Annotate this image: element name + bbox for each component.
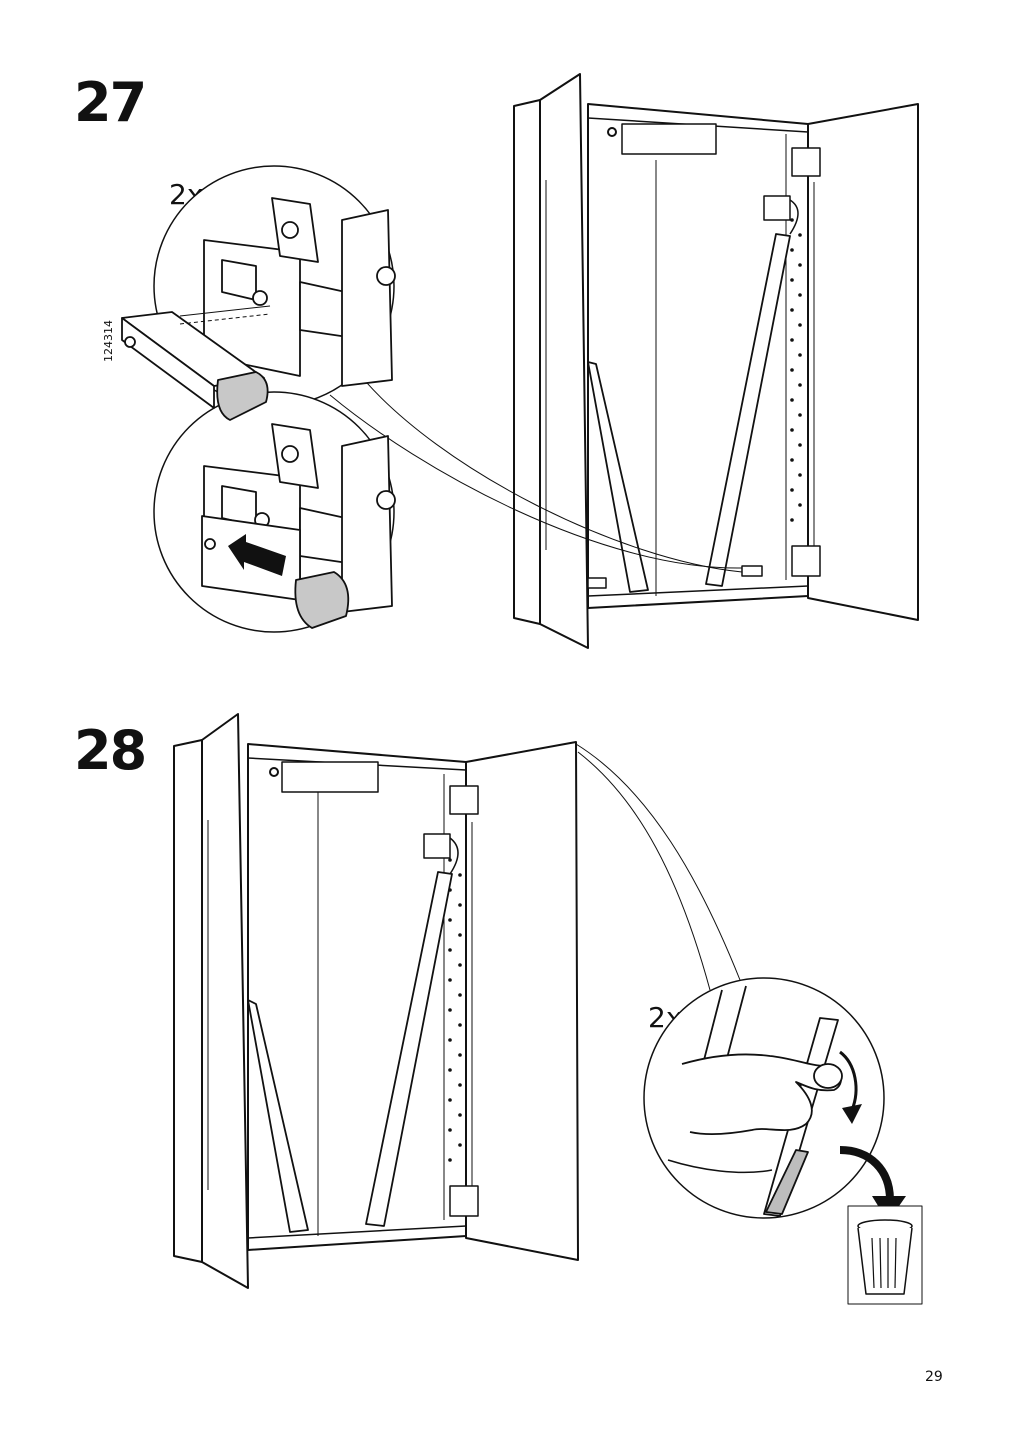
step-28-illustration [173, 713, 923, 1305]
hand [681, 1053, 842, 1136]
step-27-illustration [121, 73, 919, 649]
trash-bin-icon [847, 1205, 923, 1305]
cabinet-right-door [465, 741, 579, 1261]
cabinet-left-door [173, 739, 203, 1263]
cabinet-right-door [807, 103, 919, 621]
peel-arrow [842, 1104, 862, 1124]
push-arrow [228, 534, 286, 576]
light-strip [365, 871, 453, 1227]
step-number: 27 [74, 71, 147, 134]
light-strip [705, 233, 791, 587]
step-number: 28 [74, 719, 147, 782]
cabinet-left-door [513, 99, 541, 625]
page-number: 29 [925, 1369, 943, 1385]
